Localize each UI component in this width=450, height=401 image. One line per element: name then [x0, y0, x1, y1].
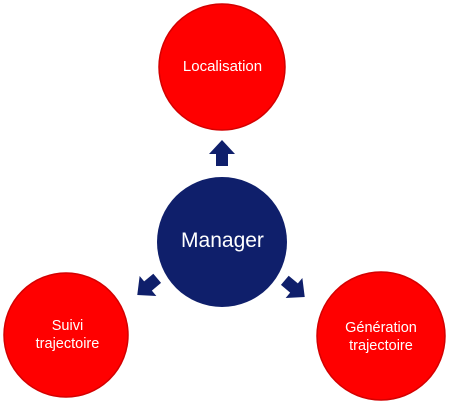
- arrow-to-suivi-icon: [137, 273, 162, 296]
- suivi-trajectoire-node: [3, 272, 129, 398]
- arrow-to-generation-icon: [280, 275, 305, 298]
- manager-node: [157, 177, 287, 307]
- arrow-to-localisation-icon: [209, 140, 235, 166]
- generation-trajectoire-node: [316, 271, 446, 401]
- localisation-node: [158, 3, 286, 131]
